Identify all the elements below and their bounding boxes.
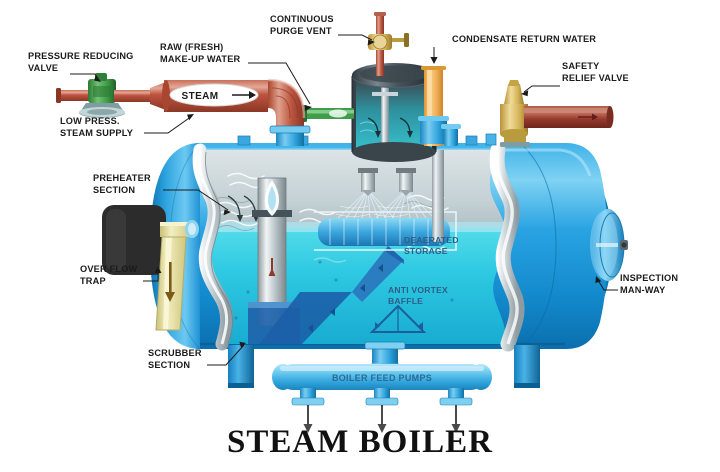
callout-scrubber-section: SCRUBBER SECTION (148, 341, 246, 370)
boiler-feed-pumps-label: BOILER FEED PUMPS (332, 373, 432, 383)
pump-takeoff (291, 388, 325, 433)
svg-text:STEAM SUPPLY: STEAM SUPPLY (60, 128, 133, 138)
svg-text:TRAP: TRAP (80, 276, 106, 286)
callout-raw-makeup-water: RAW (FRESH) MAKE-UP WATER (160, 42, 312, 112)
condensate-return-pipe (418, 66, 449, 146)
pump-takeoff (439, 388, 473, 433)
page-title: STEAM BOILER (227, 424, 493, 460)
svg-text:LOW PRESS.: LOW PRESS. (60, 116, 120, 126)
cutaway-torn-edge (192, 142, 525, 352)
svg-text:RELIEF VALVE: RELIEF VALVE (562, 73, 629, 83)
svg-text:INSPECTION: INSPECTION (620, 273, 678, 283)
callout-preheater-section: PREHEATER SECTION (93, 173, 231, 216)
continuous-purge-vent (368, 12, 409, 76)
callout-condensate-return-water: CONDENSATE RETURN WATER (430, 34, 596, 64)
internal-label-anti-vortex-baffle: ANTI VORTEX BAFFLE (388, 285, 448, 306)
svg-text:MAKE-UP WATER: MAKE-UP WATER (160, 54, 241, 64)
support-legs (228, 345, 540, 388)
safety-relief-valve (500, 80, 614, 147)
callout-continuous-purge-vent: CONTINUOUS PURGE VENT (270, 14, 375, 46)
svg-text:RAW (FRESH): RAW (FRESH) (160, 42, 223, 52)
inspection-man-way (590, 209, 628, 281)
spray-nozzles (358, 168, 416, 196)
deaerator-head-dome (351, 63, 437, 162)
svg-text:SECTION: SECTION (148, 360, 190, 370)
shell-top-fittings (441, 124, 461, 146)
svg-text:CONTINUOUS: CONTINUOUS (270, 14, 334, 24)
scrubber-column (252, 177, 292, 327)
svg-text:MAN-WAY: MAN-WAY (620, 285, 665, 295)
steam-pipe-tag: STEAM (182, 91, 219, 102)
pump-takeoff (365, 388, 399, 433)
callout-safety-relief-valve: SAFETY RELIEF VALVE (521, 61, 629, 97)
callout-inspection-man-way: INSPECTION MAN-WAY (595, 273, 678, 295)
callout-low-press-steam-supply: LOW PRESS. STEAM SUPPLY (60, 114, 194, 138)
svg-text:CONDENSATE RETURN WATER: CONDENSATE RETURN WATER (452, 34, 596, 44)
svg-text:OVER FLOW: OVER FLOW (80, 264, 138, 274)
low-pressure-steam-supply: STEAM (56, 73, 311, 146)
svg-text:SECTION: SECTION (93, 185, 135, 195)
over-flow-trap (155, 236, 187, 331)
internal-label-deaerated-storage: DEAERATED STORAGE (404, 235, 459, 256)
svg-text:PRESSURE REDUCING: PRESSURE REDUCING (28, 51, 134, 61)
preheater-section-unit (102, 205, 199, 275)
pressure-reducing-valve (79, 73, 125, 118)
callout-over-flow-trap: OVER FLOW TRAP (80, 264, 162, 286)
svg-text:PURGE VENT: PURGE VENT (270, 26, 332, 36)
callout-pressure-reducing-valve: PRESSURE REDUCING VALVE (28, 51, 134, 82)
svg-text:VALVE: VALVE (28, 63, 58, 73)
boiler-feed-pumps: BOILER FEED PUMPS (272, 364, 492, 433)
svg-text:DEAERATED: DEAERATED (404, 235, 459, 245)
svg-text:SCRUBBER: SCRUBBER (148, 348, 202, 358)
anti-vortex-baffle (369, 304, 427, 333)
svg-text:ANTI VORTEX: ANTI VORTEX (388, 285, 448, 295)
svg-text:SAFETY: SAFETY (562, 61, 599, 71)
vessel-cutaway-interior (199, 150, 507, 344)
svg-text:PREHEATER: PREHEATER (93, 173, 151, 183)
svg-text:BAFFLE: BAFFLE (388, 296, 423, 306)
svg-text:STORAGE: STORAGE (404, 246, 448, 256)
